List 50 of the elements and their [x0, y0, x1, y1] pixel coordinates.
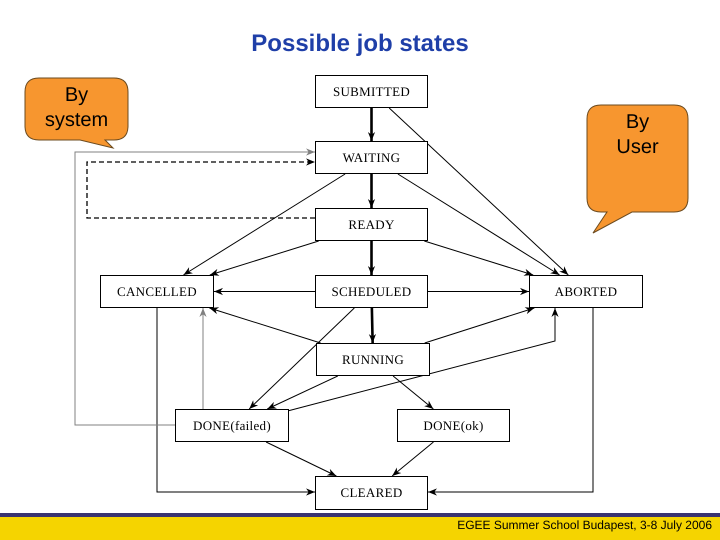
- callout-text: By system: [44, 83, 110, 133]
- state-box: [315, 275, 428, 308]
- arrow: [428, 308, 594, 496]
- arrow: [424, 307, 535, 344]
- state-label: SCHEDULED: [332, 284, 412, 300]
- arrow: [199, 308, 207, 410]
- state-box: [100, 275, 214, 308]
- state-box: [315, 208, 428, 241]
- arrow: [182, 174, 346, 276]
- title: Possible job states: [250, 30, 470, 58]
- state-box: [397, 409, 510, 442]
- arrow: [214, 288, 316, 296]
- arrow: [288, 308, 559, 412]
- state-label: DONE(ok): [423, 418, 484, 434]
- state-label: CANCELLED: [117, 284, 197, 300]
- state-label: SUBMITTED: [332, 84, 410, 100]
- arrow: [392, 376, 434, 410]
- callout-text: By User: [615, 110, 660, 160]
- state-label: READY: [348, 216, 395, 232]
- footer-text: EGEE Summer School Budapest, 3-8 July 2006: [457, 518, 712, 532]
- state-box: [175, 409, 289, 442]
- state-label: ABORTED: [554, 284, 618, 300]
- arrow: [209, 240, 320, 276]
- arrow: [248, 308, 355, 410]
- arrow: [74, 148, 316, 426]
- speech-bubble: [25, 78, 128, 148]
- state-box: [529, 275, 643, 308]
- arrow: [388, 108, 569, 276]
- state-label: WAITING: [342, 150, 400, 166]
- arrow: [266, 376, 338, 410]
- arrow: [368, 308, 376, 344]
- arrow: [368, 174, 376, 208]
- state-box: [316, 343, 430, 376]
- arrow: [368, 108, 376, 141]
- arrow: [392, 442, 434, 476]
- speech-bubble: [587, 105, 689, 233]
- arrow: [156, 308, 316, 496]
- state-box: [315, 141, 428, 174]
- state-box: [315, 75, 428, 108]
- arrow: [208, 307, 322, 344]
- arrow: [424, 240, 534, 276]
- state-label: RUNNING: [342, 352, 404, 368]
- arrow: [368, 241, 376, 275]
- arrow: [428, 288, 530, 296]
- state-label: DONE(failed): [193, 418, 271, 434]
- arrow: [397, 174, 560, 276]
- state-label: CLEARED: [340, 485, 403, 501]
- state-box: [315, 476, 428, 510]
- arrow: [266, 442, 337, 476]
- arrow: [86, 158, 315, 219]
